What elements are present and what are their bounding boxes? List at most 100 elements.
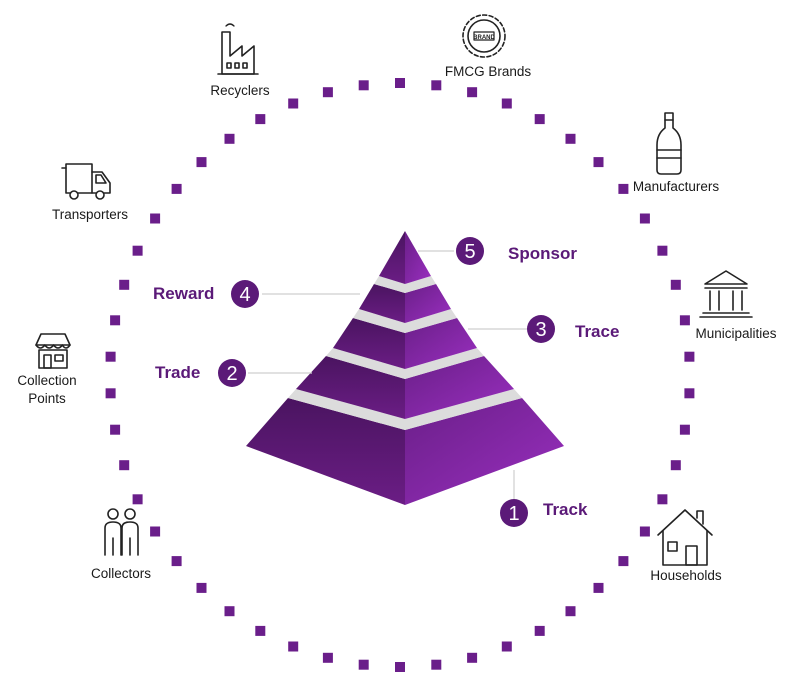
step-badge — [527, 315, 555, 343]
pyramid-band — [353, 309, 457, 333]
ring-dot — [431, 659, 442, 670]
actor-municipalities — [699, 270, 753, 318]
ring-dot — [171, 556, 182, 567]
actor-collectors — [104, 508, 139, 556]
actor-recyclers — [217, 23, 259, 75]
ring-dot — [119, 279, 130, 290]
ring-dot — [395, 78, 405, 88]
ring-dot — [105, 351, 116, 362]
ring-dot — [196, 582, 207, 593]
ring-dot — [395, 662, 405, 672]
ring-dot — [467, 652, 478, 663]
ring-dot — [679, 315, 690, 326]
step-badge — [500, 499, 528, 527]
step-label: Sponsor — [508, 244, 577, 263]
actor-label-collectors: Collectors — [91, 566, 151, 581]
ring-dot — [534, 114, 545, 125]
ring-dot — [358, 80, 369, 91]
actor-label-fmcg: FMCG Brands — [445, 64, 532, 79]
actor-fmcg-brands — [462, 14, 506, 58]
ring-dot — [322, 652, 333, 663]
ring-dot — [288, 98, 299, 109]
ring-dot — [288, 641, 299, 652]
ring-dot — [565, 133, 576, 144]
factory-icon — [217, 23, 259, 75]
actor-label-collection-points-line2: Points — [28, 391, 66, 406]
actor-label-manufacturers: Manufacturers — [633, 179, 720, 194]
ring-dot — [431, 80, 442, 91]
ring-dot — [684, 388, 695, 399]
pyramid-tier-4-right — [405, 284, 451, 323]
ring-dot — [501, 641, 512, 652]
ring-dot — [132, 494, 143, 505]
connector-lines — [248, 250, 527, 500]
ring-dot — [684, 351, 695, 362]
step-badge — [231, 280, 259, 308]
ring-dot — [150, 526, 161, 537]
pyramid-tier-2-left — [296, 356, 405, 419]
ring-dot — [618, 183, 629, 194]
government-building-icon — [699, 270, 753, 318]
ring-dot — [467, 87, 478, 98]
step-number: 2 — [226, 363, 237, 385]
ring-dot — [534, 625, 545, 636]
ring-dot — [150, 213, 161, 224]
step-label: Trace — [575, 322, 619, 341]
pyramid — [246, 231, 564, 505]
ring-dot — [110, 315, 121, 326]
house-icon — [657, 509, 713, 566]
step-4: 4 Reward — [153, 280, 259, 308]
dotted-ring — [105, 78, 695, 672]
step-number: 1 — [508, 503, 519, 525]
ring-dot — [224, 606, 235, 617]
ring-dot — [593, 157, 604, 168]
ring-dot — [670, 460, 681, 471]
bottle-icon — [656, 112, 682, 175]
ring-dot — [657, 245, 668, 256]
step-1: 1 Track — [500, 499, 588, 527]
ring-dot — [255, 114, 266, 125]
ring-dot — [105, 388, 116, 399]
ring-dot — [593, 582, 604, 593]
step-badge — [456, 237, 484, 265]
store-icon — [35, 333, 71, 369]
pyramid-tier-1-left — [246, 398, 405, 505]
truck-icon — [61, 163, 111, 200]
ring-dot — [639, 526, 650, 537]
actor-label-collection-points-line1: Collection — [17, 373, 76, 388]
ring-dot — [322, 87, 333, 98]
pyramid-tier-4-left — [359, 284, 405, 323]
ring-dot — [679, 424, 690, 435]
step-2: 2 Trade — [155, 359, 246, 387]
ring-dot — [132, 245, 143, 256]
ring-dot — [196, 157, 207, 168]
ring-dot — [358, 659, 369, 670]
actor-label-recyclers: Recyclers — [210, 83, 270, 98]
step-5: 5 Sponsor — [456, 237, 577, 265]
pyramid-tier-2-right — [405, 356, 514, 419]
step-label: Track — [543, 500, 588, 519]
step-number: 3 — [535, 319, 546, 341]
pyramid-band — [288, 389, 522, 430]
ring-dot — [670, 279, 681, 290]
pyramid-tier-3-left — [333, 318, 405, 369]
pyramid-band — [326, 348, 484, 379]
step-badge — [218, 359, 246, 387]
pyramid-tier-3-right — [405, 318, 477, 369]
ring-dot — [565, 606, 576, 617]
pyramid-band — [374, 276, 436, 293]
ring-dot — [639, 213, 650, 224]
actor-transporters — [61, 163, 111, 200]
ring-dot — [110, 424, 121, 435]
pyramid-tier-5-right — [405, 231, 431, 284]
actor-label-households: Households — [650, 568, 722, 583]
actor-label-transporters: Transporters — [52, 207, 128, 222]
ring-dot — [119, 460, 130, 471]
brand-seal-icon — [462, 14, 506, 58]
ring-dot — [501, 98, 512, 109]
ring-dot — [255, 625, 266, 636]
step-3: 3 Trace — [527, 315, 619, 343]
step-label: Trade — [155, 363, 200, 382]
